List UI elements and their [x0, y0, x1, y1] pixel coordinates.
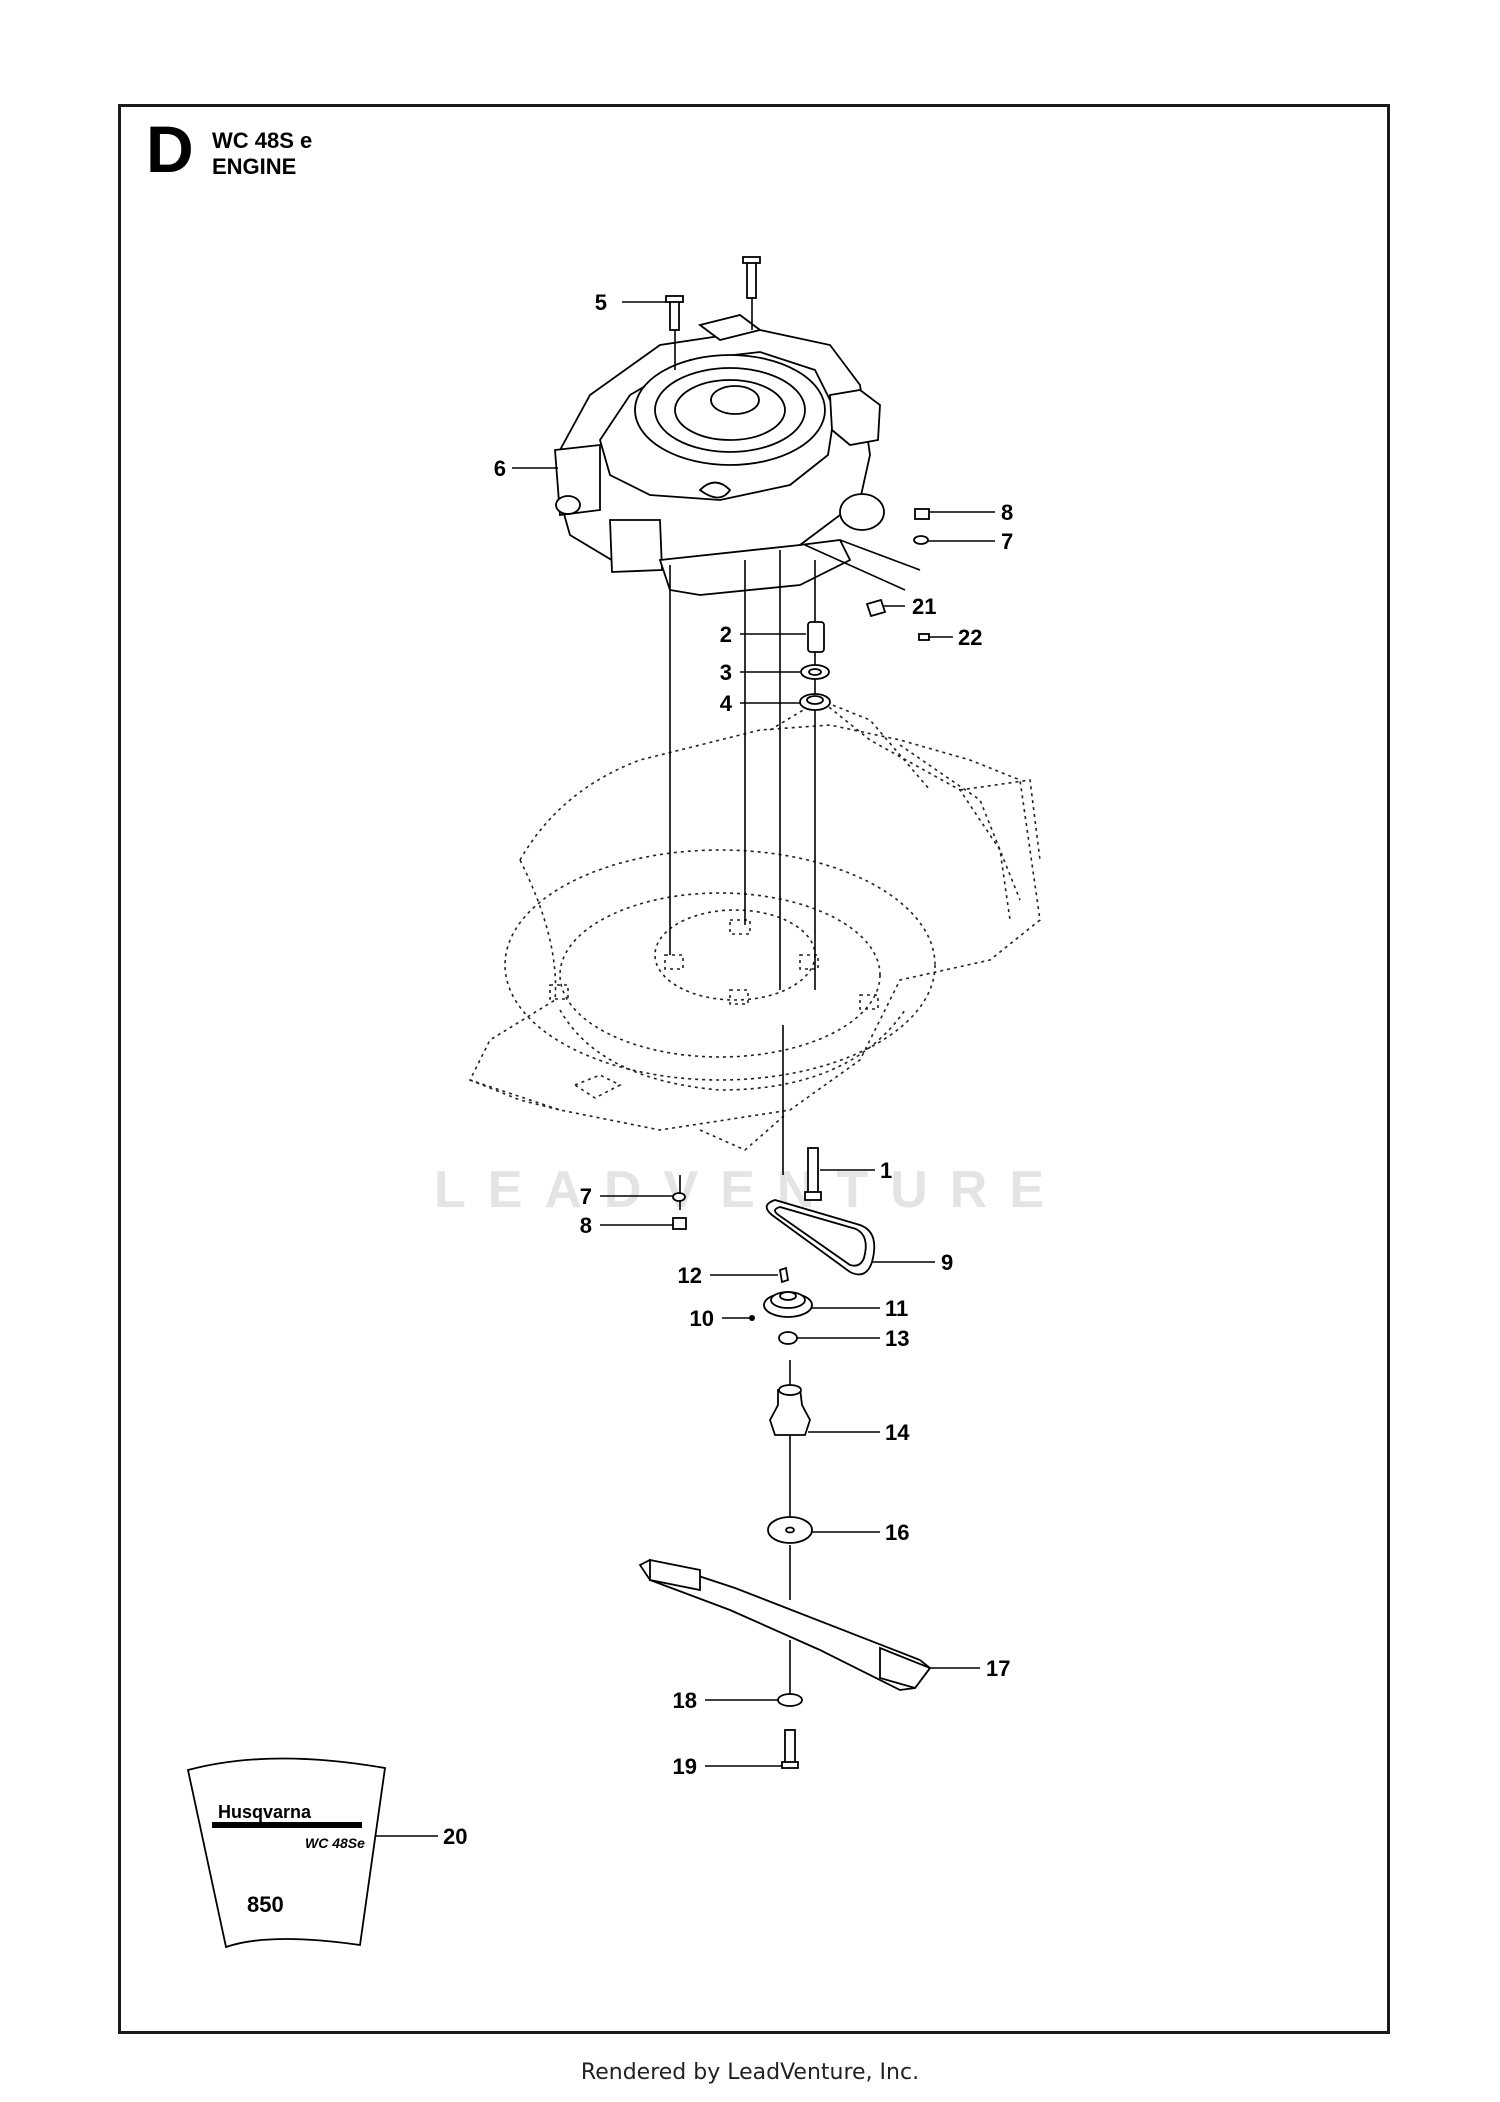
mower-deck [468, 699, 1041, 1151]
callout-9: 9 [941, 1250, 953, 1275]
callout-18: 18 [673, 1688, 697, 1713]
callout-19: 19 [673, 1754, 697, 1779]
callout-8: 8 [1001, 500, 1013, 525]
callout-6: 6 [494, 456, 506, 481]
callout-11: 11 [885, 1296, 908, 1321]
husqvarna-decal: Husqvarna WC 48Se 850 [186, 1757, 387, 1949]
callout-3: 3 [720, 660, 732, 685]
model-name: WC 48S e [212, 128, 313, 153]
callout-16: 16 [885, 1520, 909, 1545]
callout-7-lower: 7 [580, 1184, 592, 1209]
diagram-frame [118, 104, 1390, 2034]
decal-brand-text: Husqvarna [218, 1802, 312, 1822]
footer-credit: Rendered by LeadVenture, Inc. [580, 2060, 920, 2085]
callout-8-lower: 8 [580, 1213, 592, 1238]
section-title: ENGINE [212, 154, 297, 179]
callout-1: 1 [880, 1158, 892, 1183]
leader-lines [362, 301, 995, 1837]
decal-engine-badge: 850 [247, 1892, 284, 1917]
watermark: LEADVENTURE [433, 1161, 1067, 1219]
section-heading: WC 48S e ENGINE [212, 128, 312, 180]
engine-assembly [554, 314, 885, 596]
callout-21: 21 [912, 594, 936, 619]
callout-7: 7 [1001, 529, 1013, 554]
callout-14: 14 [885, 1420, 910, 1445]
callout-22: 22 [958, 625, 982, 650]
callout-2: 2 [720, 622, 732, 647]
callout-10: 10 [690, 1306, 714, 1331]
callout-20: 20 [443, 1824, 467, 1849]
callout-5: 5 [595, 290, 607, 315]
callout-13: 13 [885, 1326, 909, 1351]
callout-12: 12 [678, 1263, 702, 1288]
callout-labels: 5 6 8 7 21 22 2 3 4 1 7 8 9 12 11 10 13 … [443, 290, 1013, 1849]
section-letter: D [146, 112, 194, 186]
callout-17: 17 [986, 1656, 1010, 1681]
small-parts [638, 256, 932, 1769]
decal-model-text: WC 48Se [305, 1835, 365, 1851]
callout-4: 4 [720, 691, 733, 716]
